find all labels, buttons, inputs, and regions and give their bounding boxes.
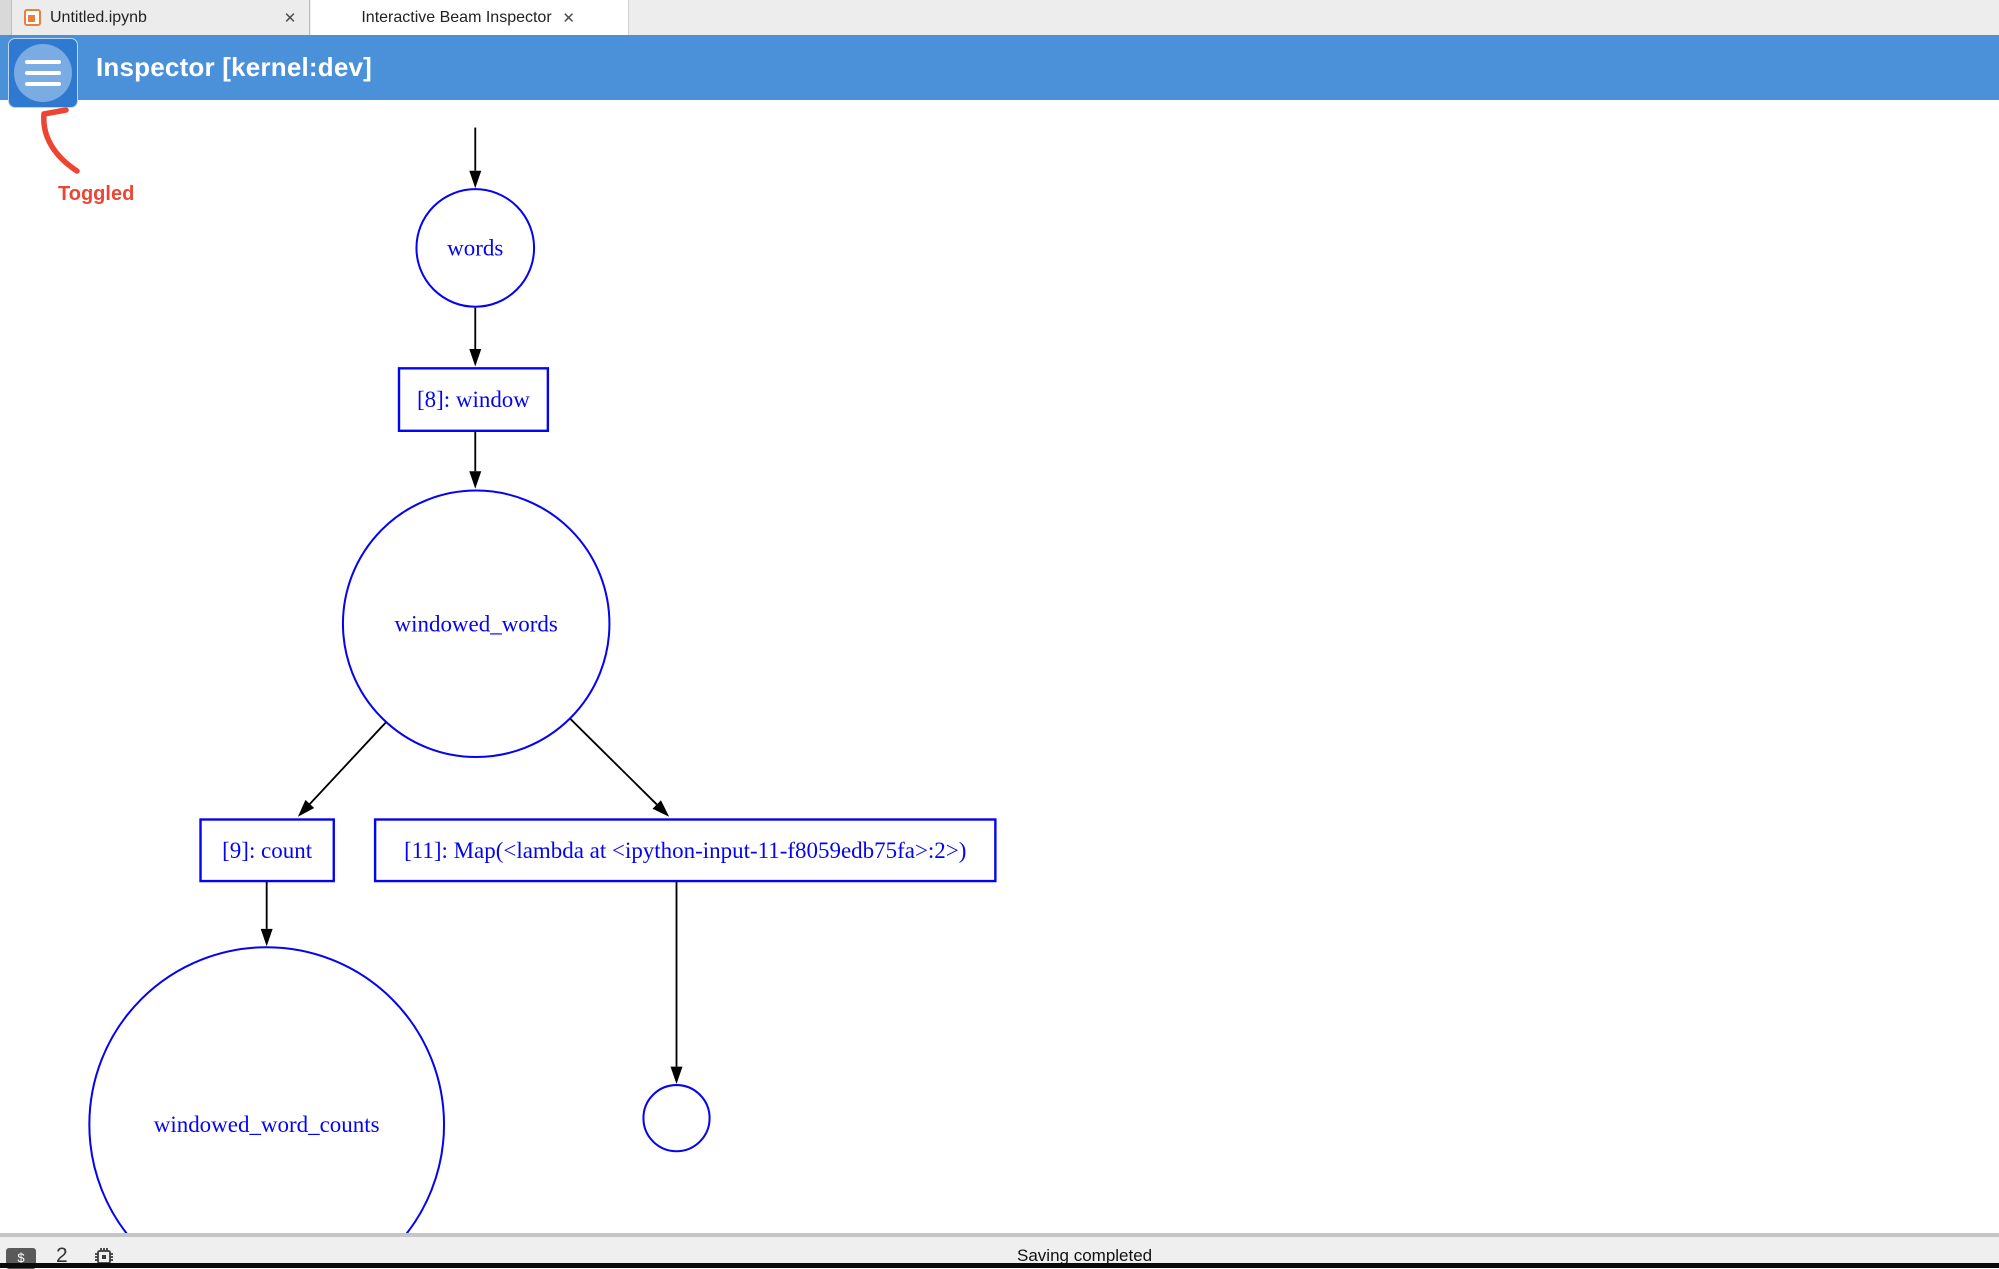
tab-label: Interactive Beam Inspector <box>361 8 552 26</box>
edge-line <box>569 717 658 806</box>
annotation-label: Toggled <box>58 183 135 205</box>
tab-label: Untitled.ipynb <box>50 8 147 26</box>
graph-node-label: windowed_word_counts <box>154 1112 380 1137</box>
close-icon[interactable]: ✕ <box>562 9 575 27</box>
saving-status-text: Saving completed <box>1017 1246 1153 1265</box>
hamburger-icon <box>25 60 61 86</box>
inspector-header: Inspector [kernel:dev] <box>0 35 1999 100</box>
graph-node-label: windowed_words <box>395 611 558 636</box>
tab-bar: Untitled.ipynb ✕ Interactive Beam Inspec… <box>0 0 1999 35</box>
edge-arrowhead-icon <box>469 170 482 189</box>
edge-arrowhead-icon <box>469 471 482 489</box>
graph-node-label: [11]: Map(<lambda at <ipython-input-11-f… <box>404 838 966 863</box>
graph-node-anonymous-pcollection <box>642 1084 711 1153</box>
graph-node-words: words <box>415 188 536 308</box>
tab-bar-left-cap <box>0 0 12 35</box>
close-icon[interactable]: ✕ <box>283 9 297 27</box>
edge-arrowhead-icon <box>297 799 315 817</box>
graph-node-window-transform: [8]: window <box>397 367 550 432</box>
pipeline-graph-canvas: words [8]: window windowed_words [9]: count… <box>0 100 1999 1233</box>
notebook-icon <box>24 9 41 26</box>
graph-node-map-transform: [11]: Map(<lambda at <ipython-input-11-f… <box>373 818 997 883</box>
window-bottom-edge <box>0 1263 1999 1268</box>
terminal-count: 2 <box>56 1244 68 1267</box>
graph-node-count-transform: [9]: count <box>199 818 335 883</box>
edge-line <box>309 721 387 805</box>
edge-arrowhead-icon <box>469 349 482 367</box>
graph-node-label: words <box>447 235 503 260</box>
tab-untitled-notebook[interactable]: Untitled.ipynb ✕ <box>12 0 310 35</box>
hamburger-menu-button[interactable] <box>8 38 78 108</box>
page-title: Inspector [kernel:dev] <box>96 52 373 82</box>
edge-arrowhead-icon <box>670 1066 683 1085</box>
tab-beam-inspector[interactable]: Interactive Beam Inspector ✕ <box>311 0 629 35</box>
graph-node-windowed_words: windowed_words <box>341 489 611 759</box>
graph-node-label: [9]: count <box>222 838 313 863</box>
graph-node-label: [8]: window <box>417 387 530 412</box>
edge-arrowhead-icon <box>652 800 670 817</box>
pipeline-graph-svg: words [8]: window windowed_words [9]: count… <box>88 127 997 1233</box>
edge-arrowhead-icon <box>260 928 273 947</box>
graph-node-windowed_word_counts: windowed_word_counts <box>88 946 445 1233</box>
statusbar-top-border <box>0 1233 1999 1237</box>
